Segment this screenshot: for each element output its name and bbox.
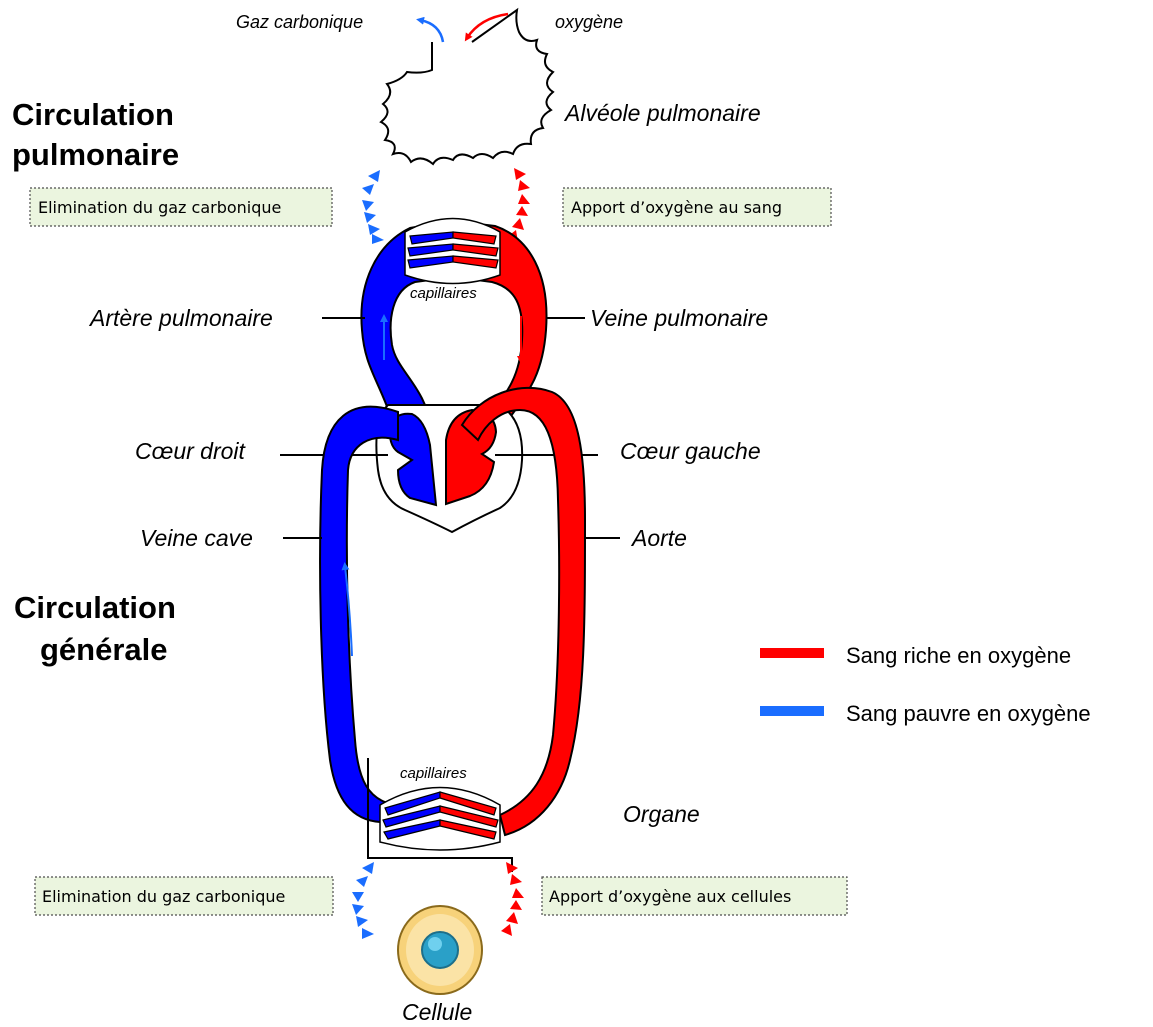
- o2-chevrons-top: [507, 168, 530, 242]
- general-title-line2: générale: [40, 632, 168, 667]
- co2-chevrons-top: [362, 170, 384, 244]
- coeur-gauche-label: Cœur gauche: [620, 438, 761, 464]
- co2-out-arrow: [420, 20, 443, 42]
- legend: Sang riche en oxygène Sang pauvre en oxy…: [760, 643, 1091, 726]
- veine-pulmonaire-label: Veine pulmonaire: [590, 305, 768, 331]
- legend-rich-label: Sang riche en oxygène: [846, 643, 1071, 668]
- box-apport-top: Apport d’oxygène au sang: [563, 188, 831, 226]
- o2-label: oxygène: [555, 12, 623, 32]
- capillaires-top: [408, 232, 498, 268]
- aorte-label: Aorte: [630, 525, 687, 551]
- box-apport-bottom: Apport d’oxygène aux cellules: [542, 877, 847, 915]
- organe-label: Organe: [623, 801, 700, 827]
- o2-in-arrow: [467, 14, 508, 38]
- alveole-label: Alvéole pulmonaire: [563, 100, 761, 126]
- box-apport-bottom-text: Apport d’oxygène aux cellules: [549, 887, 791, 906]
- pulmonary-title-line2: pulmonaire: [12, 137, 179, 172]
- box-apport-top-text: Apport d’oxygène au sang: [571, 198, 782, 217]
- artere-pulmonaire-label: Artère pulmonaire: [88, 305, 273, 331]
- legend-poor-label: Sang pauvre en oxygène: [846, 701, 1091, 726]
- coeur-droit-label: Cœur droit: [135, 438, 247, 464]
- capillaires-top-label: capillaires: [410, 285, 477, 302]
- legend-swatch-poor: [760, 706, 824, 716]
- box-elim-top: Elimination du gaz carbonique: [30, 188, 332, 226]
- pulmonary-title-line1: Circulation: [12, 97, 174, 132]
- o2-chevrons-bottom: [501, 862, 524, 936]
- capillaires-bottom-label: capillaires: [400, 765, 467, 782]
- cellule-label: Cellule: [402, 999, 472, 1025]
- veine-cave-label: Veine cave: [140, 525, 253, 551]
- box-elim-bottom: Elimination du gaz carbonique: [35, 877, 333, 915]
- co2-chevrons-bottom: [352, 862, 374, 939]
- alveole-outline: [381, 10, 553, 164]
- cellule: [398, 906, 482, 994]
- box-elim-top-text: Elimination du gaz carbonique: [38, 198, 281, 217]
- general-title-line1: Circulation: [14, 590, 176, 625]
- co2-label: Gaz carbonique: [236, 12, 363, 32]
- legend-swatch-rich: [760, 648, 824, 658]
- box-elim-bottom-text: Elimination du gaz carbonique: [42, 887, 285, 906]
